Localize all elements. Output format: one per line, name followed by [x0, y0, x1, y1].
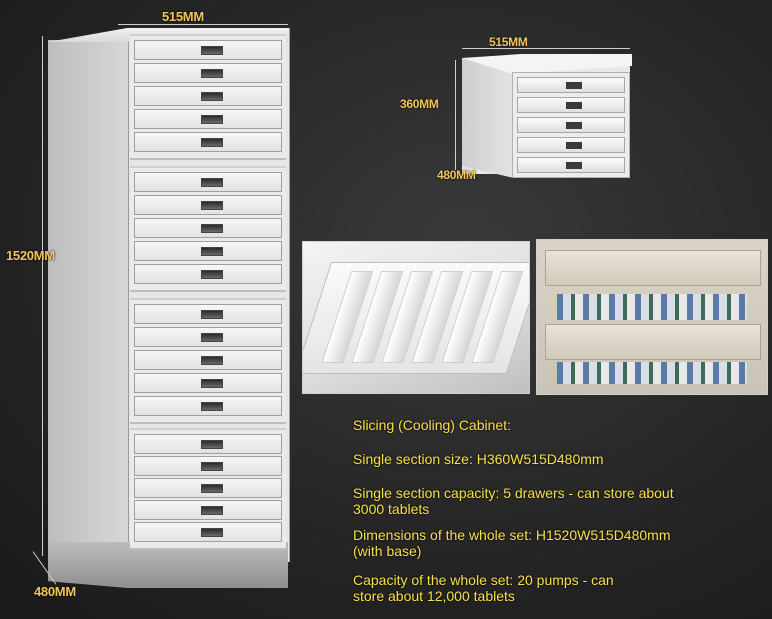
drawer	[517, 97, 625, 113]
drawer	[134, 350, 282, 370]
drawer	[517, 117, 625, 133]
drawer-handle	[201, 46, 223, 55]
drawer-handle	[201, 506, 223, 515]
info-whole-capacity-cont: store about 12,000 tablets	[353, 588, 515, 604]
drawer-handle	[201, 201, 223, 210]
drawer	[134, 327, 282, 347]
drawer-handle	[201, 379, 223, 388]
cabinet-section-3	[130, 298, 286, 424]
small-height-dimension-line	[455, 60, 456, 170]
cabinet-section-2	[130, 166, 286, 292]
drawer-handle	[201, 178, 223, 187]
info-whole-dimensions-cont: (with base)	[353, 543, 422, 559]
cabinet-section-4	[130, 428, 286, 550]
drawer-handle	[201, 92, 223, 101]
drawer	[134, 373, 282, 393]
drawer	[134, 434, 282, 454]
drawer-handle	[201, 69, 223, 78]
drawer	[134, 132, 282, 152]
drawer	[134, 522, 282, 542]
info-section-size: Single section size: H360W515D480mm	[353, 451, 604, 467]
small-cabinet-side	[462, 58, 514, 178]
drawer	[545, 324, 761, 360]
small-width-label: 515MM	[489, 35, 528, 49]
slide-rows	[557, 294, 747, 320]
drawer-handle	[566, 162, 582, 169]
drawer	[134, 109, 282, 129]
drawer	[134, 264, 282, 284]
info-title: Slicing (Cooling) Cabinet:	[353, 417, 511, 433]
drawer-handle	[566, 82, 582, 89]
info-whole-dimensions: Dimensions of the whole set: H1520W515D4…	[353, 527, 671, 543]
drawer	[134, 500, 282, 520]
drawer-handle	[566, 102, 582, 109]
big-depth-label: 480MM	[34, 584, 76, 599]
drawer-handle	[201, 138, 223, 147]
slide-tray	[303, 262, 529, 374]
drawer	[545, 250, 761, 286]
big-width-label: 515MM	[162, 9, 204, 24]
height-dimension-line	[42, 36, 43, 556]
drawer	[134, 396, 282, 416]
width-dimension-line	[118, 24, 288, 25]
drawer	[517, 77, 625, 93]
filled-drawers-photo	[536, 239, 768, 395]
small-cabinet-front	[512, 72, 630, 178]
big-height-label: 1520MM	[6, 248, 55, 263]
small-width-dimension-line	[462, 48, 630, 49]
drawer-handle	[201, 115, 223, 124]
drawer-handle	[201, 528, 223, 537]
drawer-handle	[201, 224, 223, 233]
small-depth-label: 480MM	[437, 168, 476, 182]
cabinet-section-1	[130, 34, 286, 160]
drawer-handle	[201, 484, 223, 493]
drawer-handle	[566, 122, 582, 129]
drawer	[134, 304, 282, 324]
drawer-handle	[201, 402, 223, 411]
drawer	[134, 40, 282, 60]
drawer	[517, 137, 625, 153]
drawer	[134, 218, 282, 238]
drawer	[134, 195, 282, 215]
drawer	[134, 86, 282, 106]
open-drawer-photo	[302, 241, 530, 394]
info-section-capacity: Single section capacity: 5 drawers - can…	[353, 485, 674, 501]
drawer	[517, 157, 625, 173]
cabinet-side-panel	[48, 40, 130, 562]
drawer	[134, 478, 282, 498]
drawer-handle	[201, 333, 223, 342]
drawer-handle	[201, 356, 223, 365]
drawer-handle	[201, 247, 223, 256]
drawer	[134, 63, 282, 83]
drawer-handle	[201, 310, 223, 319]
drawer-handle	[201, 440, 223, 449]
drawer	[134, 241, 282, 261]
info-section-capacity-cont: 3000 tablets	[353, 501, 430, 517]
small-height-label: 360MM	[400, 97, 439, 111]
drawer	[134, 456, 282, 476]
drawer	[134, 172, 282, 192]
slide-rows	[557, 362, 747, 384]
drawer-handle	[566, 142, 582, 149]
drawer-handle	[201, 270, 223, 279]
drawer-handle	[201, 462, 223, 471]
info-whole-capacity: Capacity of the whole set: 20 pumps - ca…	[353, 572, 614, 588]
